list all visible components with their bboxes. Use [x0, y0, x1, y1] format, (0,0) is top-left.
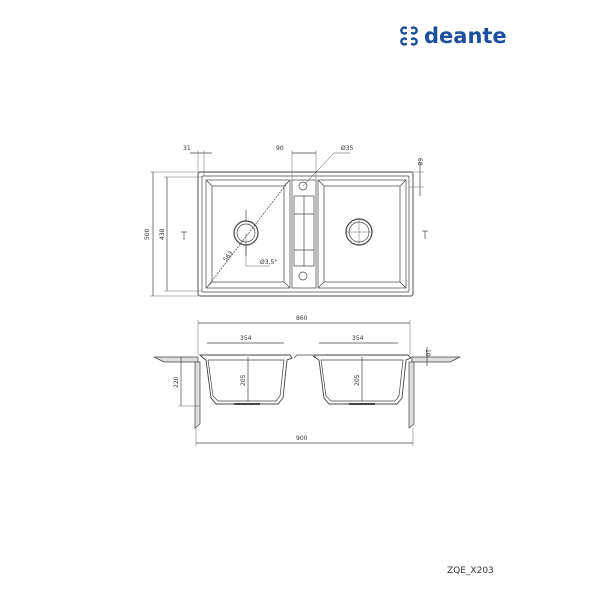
dim-overall-length: 900: [296, 435, 308, 442]
dim-bowl-right-depth: 205: [354, 374, 361, 386]
dim-cabinet-depth: 220: [173, 376, 180, 388]
dim-drain-angle: Ø3,5°: [260, 259, 277, 266]
dim-inner-length: 860: [296, 315, 308, 322]
top-view: [150, 150, 428, 297]
dim-top-margin: 68: [416, 158, 423, 166]
product-code: ZQE_X203: [447, 566, 494, 576]
dim-center-width: 90: [276, 145, 284, 152]
deante-logo-icon: [400, 26, 418, 46]
dim-rim-thickness: 10: [424, 349, 431, 357]
brand-logo: deante: [398, 24, 507, 48]
dim-left-margin: 31: [183, 145, 191, 152]
dim-tap-hole: Ø35: [341, 145, 354, 152]
dim-bowl-left-depth: 205: [240, 374, 247, 386]
dim-inner-depth: 438: [159, 228, 166, 240]
dim-outer-depth: 500: [144, 228, 151, 240]
section-view: [153, 320, 461, 446]
dim-diagonal: 563: [222, 250, 235, 263]
dim-bowl-right-width: 354: [352, 335, 364, 342]
dim-bowl-left-width: 354: [240, 335, 252, 342]
brand-name: deante: [424, 24, 507, 48]
